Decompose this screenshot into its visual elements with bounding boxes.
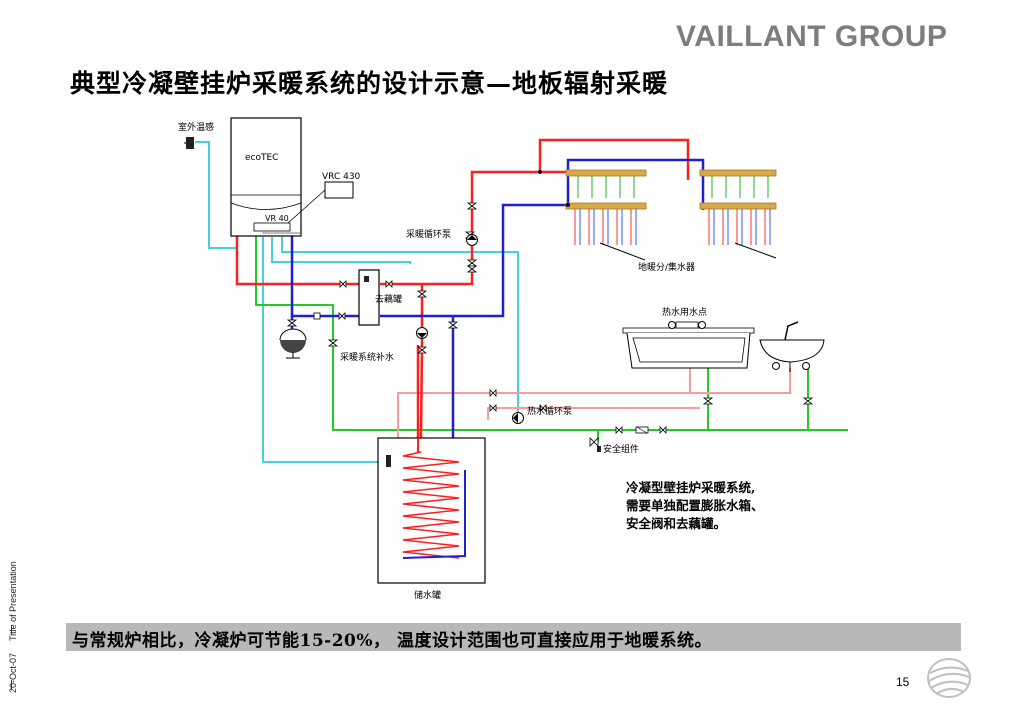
- heating-pump-label: 采暖循环泵: [406, 228, 451, 240]
- safety-group-label: 安全组件: [603, 443, 639, 455]
- secondary-pump-icon: [416, 327, 428, 339]
- floor-heating-manifold-right: [699, 169, 777, 245]
- page-number: 15: [896, 675, 910, 689]
- brand-logo-text: VAILLANT GROUP: [676, 20, 948, 53]
- presentation-title: Title of Presentation: [8, 561, 18, 641]
- outdoor-sensor-label: 室外温感: [178, 121, 214, 133]
- design-note: 冷凝型壁挂炉采暖系统, 需要单独配置膨胀水箱、 安全阀和去藕罐。: [626, 479, 764, 533]
- hot-water-pump-icon: [512, 412, 524, 424]
- page-title: 典型冷凝壁挂炉采暖系统的设计示意—地板辐射采暖: [70, 69, 669, 98]
- sidebar-divider: [11, 680, 12, 690]
- note-line: 安全阀和去藕罐。: [626, 516, 727, 531]
- manifold-label: 地暖分/集水器: [638, 261, 695, 273]
- bathtub-icon: [622, 321, 755, 369]
- sensor-lines: [195, 141, 519, 463]
- globe-logo-icon: [927, 658, 971, 698]
- expansion-vessel: [279, 328, 307, 359]
- note-line: 冷凝型壁挂炉采暖系统,: [626, 480, 756, 495]
- boiler-label: ecoTEC: [245, 153, 278, 163]
- hot-water-point-label: 热水用水点: [662, 306, 707, 318]
- note-line: 需要单独配置膨胀水箱、: [626, 498, 764, 513]
- hot-water-pump-label: 热水循环泵: [527, 405, 572, 417]
- heating-pump-icon: [466, 234, 478, 246]
- hydraulic-separator: [358, 269, 380, 326]
- footer-sidebar: Title of Presentation 20-Oct-07: [4, 545, 18, 695]
- sidebar-divider: [11, 625, 12, 635]
- vrc430-controller: [324, 181, 354, 199]
- presentation-date: 20-Oct-07: [8, 652, 18, 693]
- floor-heating-manifold-left: [565, 169, 647, 245]
- outdoor-sensor-icon: [184, 137, 194, 149]
- floor-lines: [599, 242, 777, 261]
- heating-refill-label: 采暖系统补水: [340, 351, 394, 363]
- valves: [286, 202, 814, 447]
- storage-tank-label: 储水罐: [414, 589, 441, 601]
- summary-text: 与常规炉相比，冷凝炉可节能15-20%， 温度设计范围也可直接应用于地暖系统。: [72, 631, 712, 651]
- wash-basin-icon: [759, 321, 825, 372]
- module-label: VR 40: [265, 214, 289, 223]
- summary-bar: [66, 623, 961, 651]
- controller-label: VRC 430: [322, 172, 361, 182]
- storage-tank: [377, 437, 486, 584]
- separator-label: 去藕罐: [375, 293, 402, 305]
- boiler: [230, 117, 302, 237]
